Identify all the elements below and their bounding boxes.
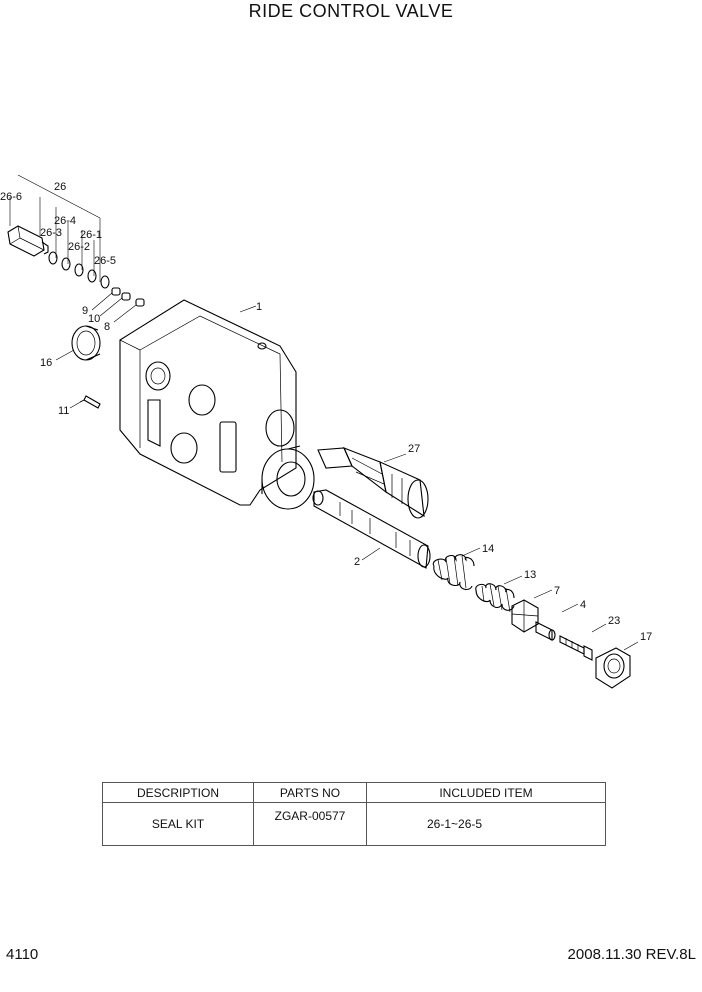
plug-10 [121,292,131,301]
plug-17 [595,647,631,689]
cell-parts-no: ZGAR-00577 [253,802,367,846]
callout-7: 7 [554,585,560,597]
pin-4 [535,621,556,641]
callout-labels: 1 2 4 7 8 9 10 11 13 14 16 17 23 26 26-1… [0,181,652,643]
callout-4: 4 [580,599,586,611]
callout-11: 11 [58,405,69,417]
column-header-included-item: INCLUDED ITEM [366,782,606,803]
callout-9: 9 [82,305,88,317]
column-header-description: DESCRIPTION [102,782,254,803]
callout-17: 17 [640,631,652,643]
callout-26-5: 26-5 [94,255,116,267]
spool-2 [312,489,431,569]
callout-2: 2 [354,556,360,568]
back-up-ring-26-1 [87,269,97,283]
spring-13 [475,583,515,613]
plug-8 [135,298,145,307]
callout-14: 14 [482,543,494,555]
cell-included-item: 26-1~26-5 [366,802,606,846]
o-ring-26-2 [74,263,84,277]
bolt-23 [559,635,593,661]
column-header-parts-no: PARTS NO [253,782,367,803]
callout-1: 1 [256,301,262,313]
plug-16 [71,325,101,361]
spring-14 [432,554,475,591]
callout-23: 23 [608,615,620,627]
relief-cartridge-26-6 [7,225,49,257]
group-26-bracket [9,174,101,282]
callout-26-3: 26-3 [40,227,62,239]
callout-26-4: 26-4 [54,215,76,227]
callout-10: 10 [88,313,100,325]
exploded-parts-diagram: 1 2 4 7 8 9 10 11 13 14 16 17 23 26 26-1… [0,174,652,689]
table-header-row: DESCRIPTION PARTS NO INCLUDED ITEM [102,782,606,803]
back-up-ring-26-4 [61,257,71,271]
valve-body-1 [119,299,315,510]
callout-26-6: 26-6 [0,191,22,203]
parts-table: DESCRIPTION PARTS NO INCLUDED ITEM SEAL … [102,782,606,846]
o-ring-26-5 [100,275,110,289]
plug-9 [111,287,121,296]
page-title: RIDE CONTROL VALVE [248,1,454,21]
callout-27: 27 [408,443,420,455]
callout-13: 13 [524,569,536,581]
o-ring-26-3 [48,251,58,265]
callout-16: 16 [40,357,52,369]
callout-26-1: 26-1 [80,229,102,241]
page-number: 4110 [6,946,39,963]
poppet-7 [511,599,539,633]
callout-26: 26 [54,181,66,193]
check-valve-27 [317,447,429,519]
cell-description: SEAL KIT [102,802,254,846]
bolt-11 [79,395,101,409]
callout-26-2: 26-2 [68,241,90,253]
table-row: SEAL KIT ZGAR-00577 26-1~26-5 [102,802,606,846]
revision-date: 2008.11.30 REV.8L [567,946,696,963]
callout-8: 8 [104,321,110,333]
